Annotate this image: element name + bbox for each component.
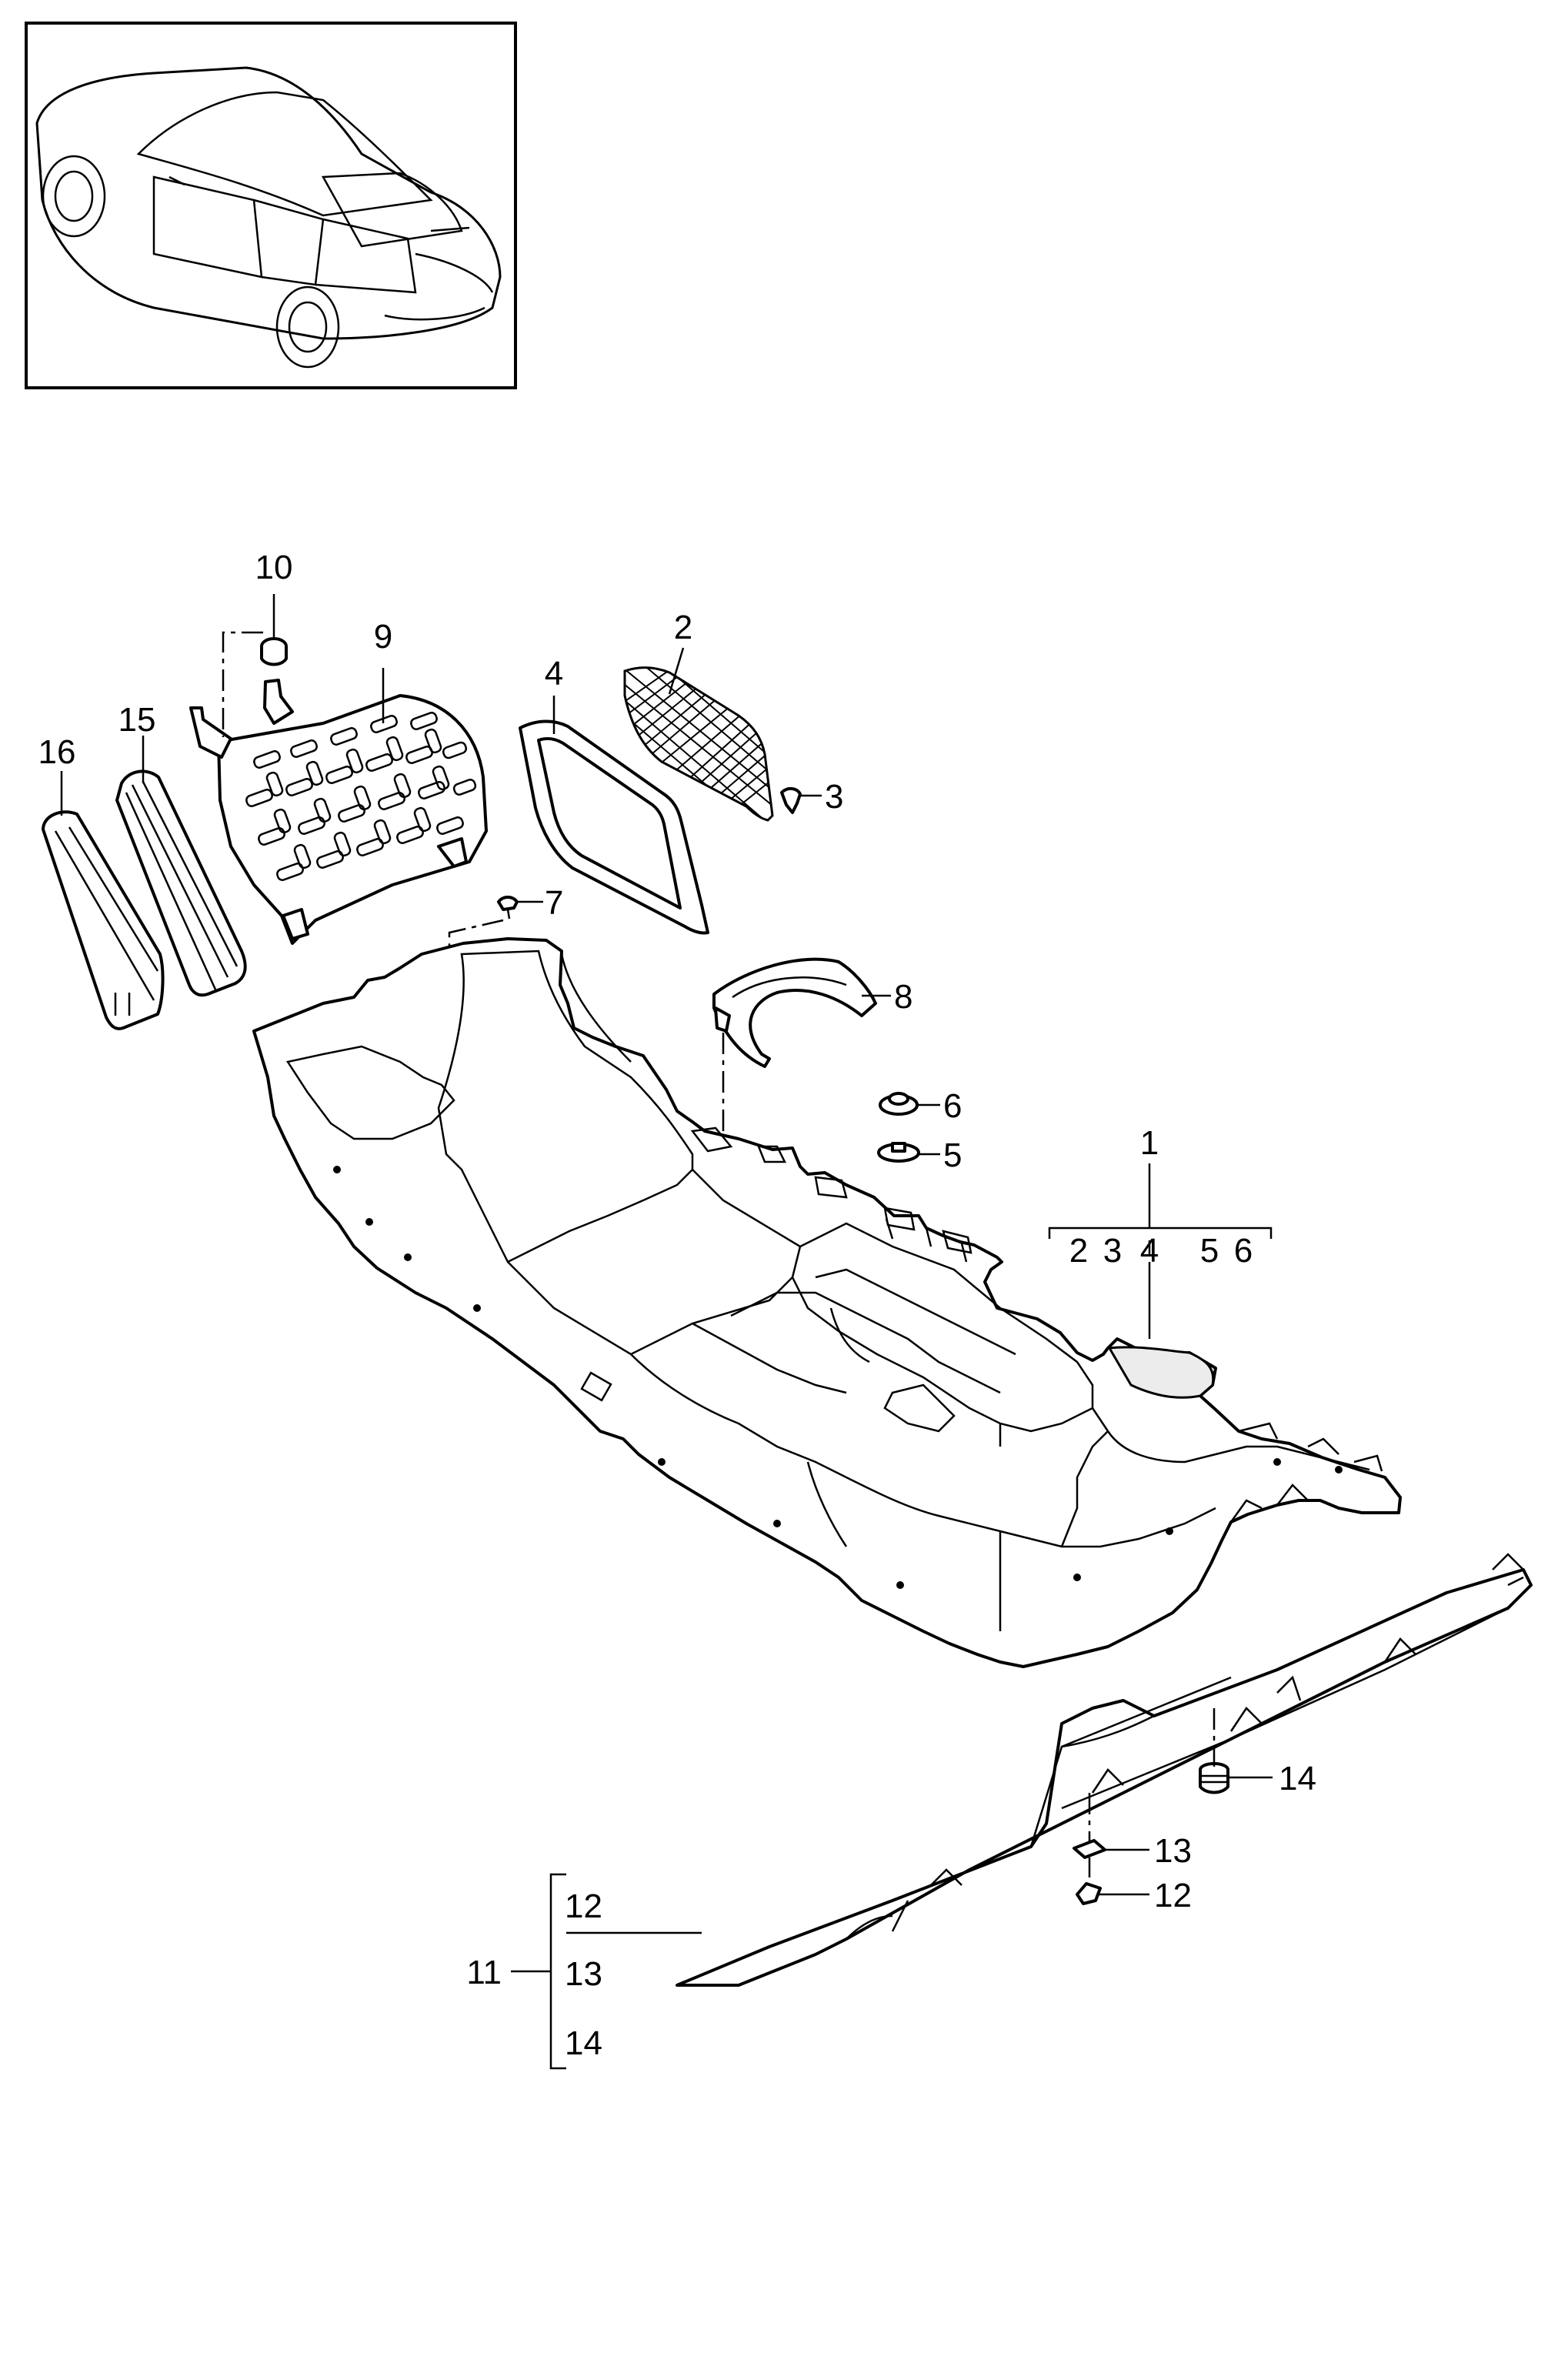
part-4-seal-frame [519,719,709,935]
part-12-clip [1076,1882,1102,1905]
callout-16: 16 [38,733,76,771]
part-9-insulation-pad [189,679,488,945]
group-1-item-4: 4 [1140,1232,1159,1270]
callout-6: 6 [943,1087,962,1125]
part-14-plug [1199,1762,1229,1794]
group-1-item-2: 2 [1069,1232,1088,1270]
group-11-item-12: 12 [565,1887,602,1925]
part-11-rail [676,1553,1533,1987]
group-11-item-14: 14 [565,2024,602,2062]
callout-2: 2 [674,609,692,646]
callout-1: 1 [1140,1124,1159,1162]
part-6-washer [879,1092,919,1116]
leader-lines [60,594,1273,2070]
car-thumbnail [25,22,517,389]
callout-14: 14 [1279,1760,1316,1797]
callout-13: 13 [1154,1832,1192,1870]
callout-3: 3 [825,778,843,816]
part-10-nut [260,637,288,666]
part-5-grommet [877,1142,920,1163]
part-16-mat [42,810,165,1030]
part-1-floor-carpet [252,937,1402,1668]
callout-8: 8 [894,978,912,1016]
group-11-item-13: 13 [565,1955,602,1993]
part-8-trim [712,957,877,1068]
callout-labels: 10 9 2 4 15 16 3 7 8 6 5 1 2 3 4 5 6 14 … [38,549,1316,2062]
part-3-clip [780,787,802,814]
callout-11: 11 [466,1954,502,1991]
callout-10: 10 [255,549,293,586]
callout-9: 9 [374,618,392,656]
group-1-item-6: 6 [1234,1232,1253,1270]
callout-5: 5 [943,1136,962,1174]
group-1-item-5: 5 [1200,1232,1219,1270]
part-7-clip [497,896,519,920]
callout-15: 15 [118,701,156,739]
callout-7: 7 [545,884,563,922]
callout-4: 4 [545,655,563,693]
group-1-item-3: 3 [1103,1232,1122,1270]
callout-12: 12 [1154,1877,1192,1914]
